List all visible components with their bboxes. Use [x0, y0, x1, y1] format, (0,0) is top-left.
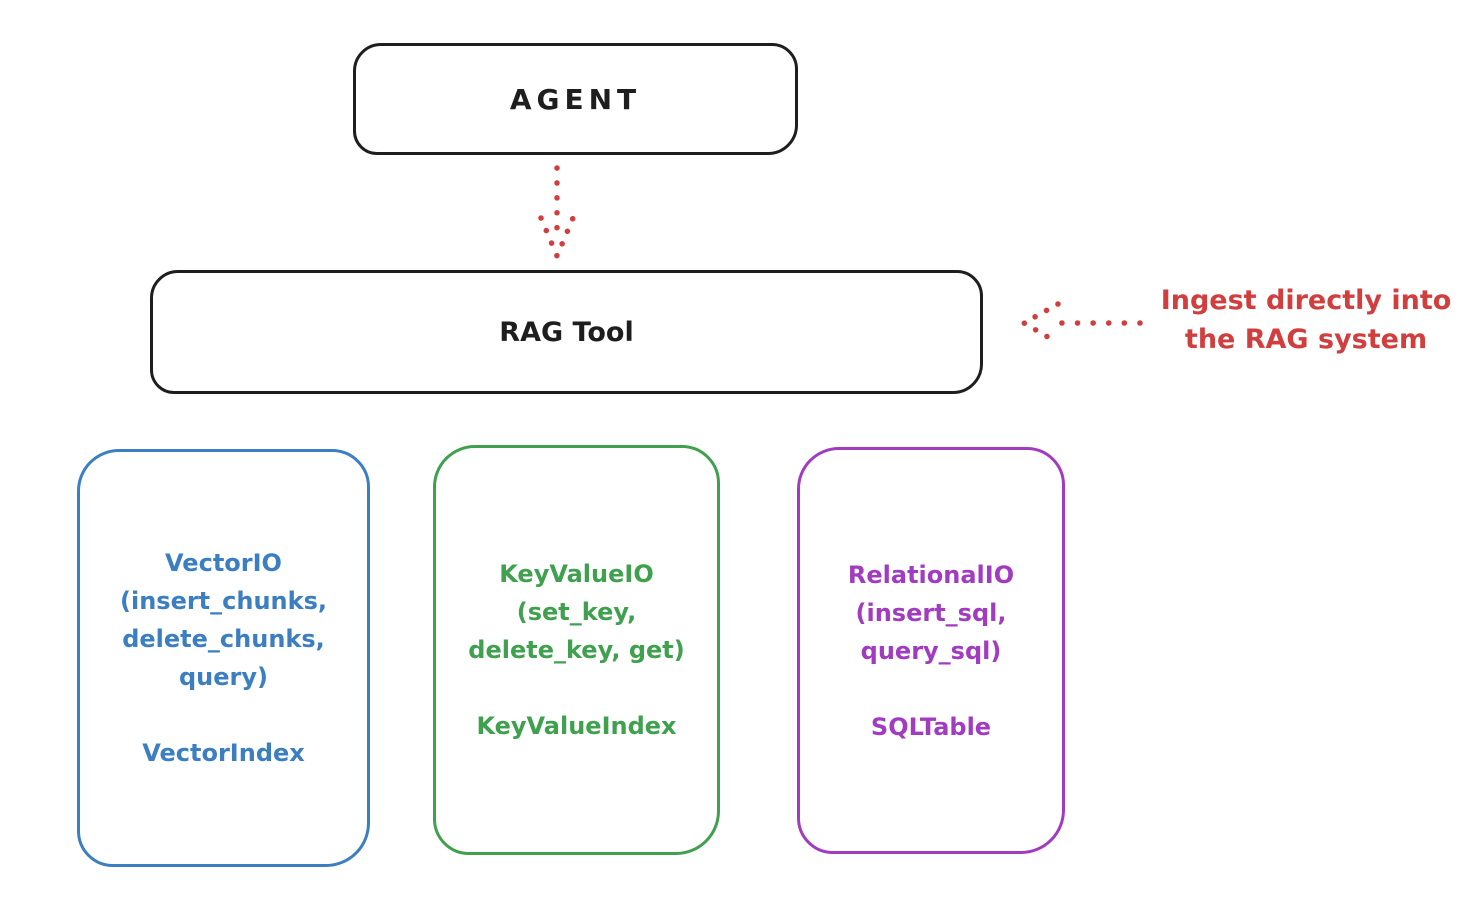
keyvalue-index-label: KeyValueIndex	[476, 712, 677, 740]
rag-tool-label: RAG Tool	[499, 316, 634, 348]
vector-io-box: VectorIO (insert_chunks, delete_chunks, …	[77, 449, 370, 867]
ingest-annotation: Ingest directly into the RAG system	[1136, 281, 1476, 359]
ingest-annotation-line1: Ingest directly into	[1160, 285, 1452, 316]
vector-io-params-line1: (insert_chunks,	[120, 587, 327, 615]
vector-io-params-line3: query)	[179, 663, 268, 691]
vector-io-title: VectorIO	[165, 549, 282, 577]
keyvalue-io-box: KeyValueIO (set_key, delete_key, get) Ke…	[433, 445, 720, 855]
rag-tool-box: RAG Tool	[150, 270, 983, 394]
vector-io-params-line2: delete_chunks,	[122, 625, 325, 653]
agent-to-rag-dotted-down-arrow-icon	[538, 165, 576, 259]
keyvalue-io-params-line1: (set_key,	[516, 598, 637, 626]
relational-io-title: RelationalIO	[847, 560, 1015, 589]
sql-table-label: SQLTable	[870, 712, 992, 741]
relational-io-box: RelationalIO (insert_sql, query_sql) SQL…	[797, 447, 1065, 854]
keyvalue-io-title: KeyValueIO	[499, 560, 654, 588]
agent-box: AGENT	[353, 43, 798, 155]
ingest-annotation-line2: the RAG system	[1184, 324, 1428, 355]
keyvalue-io-params-line2: delete_key, get)	[468, 636, 685, 664]
ingest-to-rag-dotted-left-arrow-icon	[1021, 301, 1143, 346]
agent-label: AGENT	[509, 82, 642, 116]
relational-io-params-line1: (insert_sql,	[855, 598, 1007, 627]
relational-io-params-line2: query_sql)	[860, 636, 1002, 665]
vector-index-label: VectorIndex	[142, 739, 305, 767]
